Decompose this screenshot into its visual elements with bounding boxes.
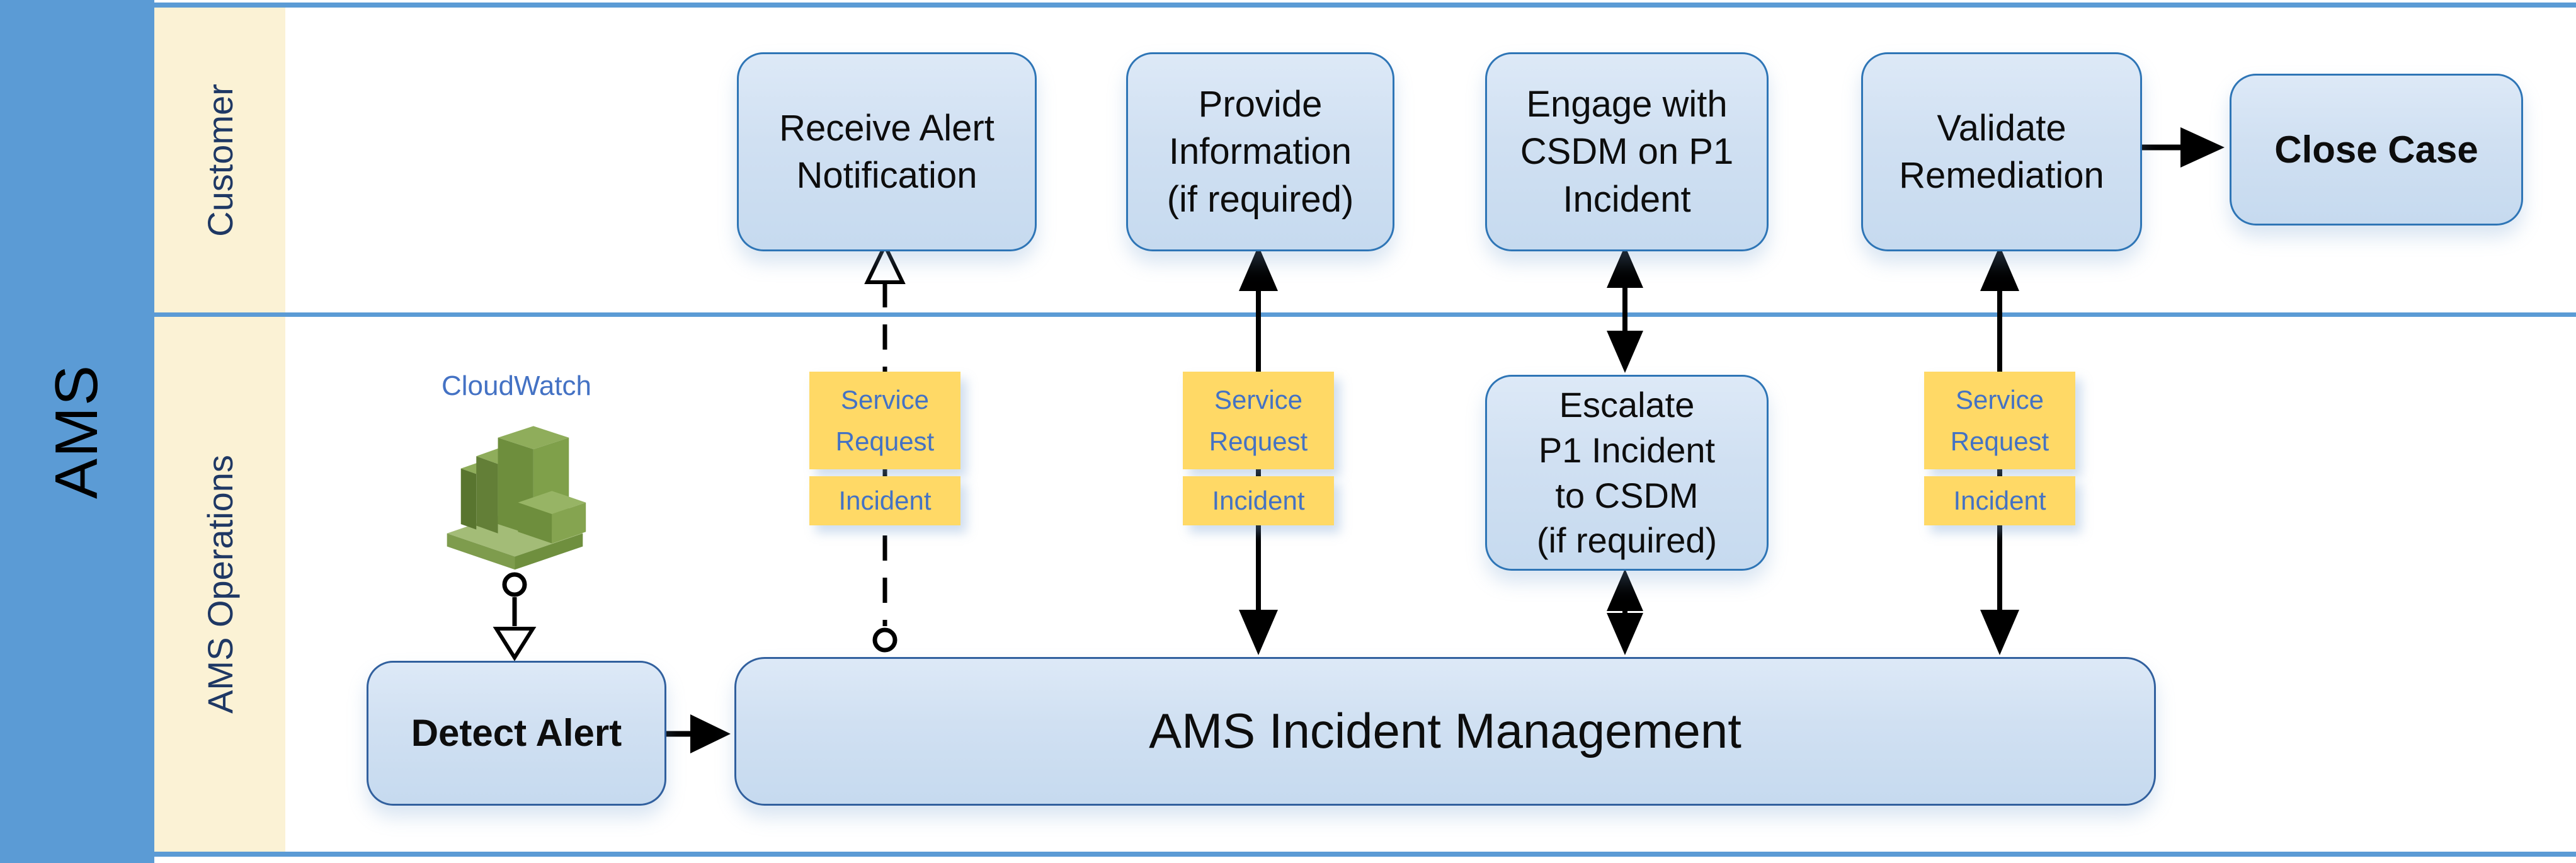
node-validate-remediation: Validate Remediation bbox=[1861, 52, 2142, 251]
connector-cloudwatch-detect bbox=[493, 572, 537, 661]
tag-line: Incident bbox=[838, 486, 932, 516]
node-label: Detect Alert bbox=[411, 712, 622, 754]
tag-line: Request bbox=[1950, 426, 2049, 456]
node-label-line: (if required) bbox=[1166, 178, 1354, 220]
node-label-line: Remediation bbox=[1899, 155, 2104, 196]
connector-detect-incident-arrow bbox=[666, 714, 731, 753]
lane-divider bbox=[154, 312, 2576, 317]
node-label-line: Information bbox=[1168, 131, 1352, 173]
node-label-line: (if required) bbox=[1536, 520, 1718, 561]
node-label-line: Notification bbox=[796, 155, 977, 196]
lane-header-customer: Customer bbox=[154, 8, 285, 312]
node-label-line: P1 Incident bbox=[1538, 430, 1716, 470]
node-label-line: to CSDM bbox=[1555, 475, 1699, 515]
tag-service-request: Service Request bbox=[809, 372, 960, 469]
node-label-line: Incident bbox=[1563, 178, 1691, 220]
tag-service-request: Service Request bbox=[1183, 372, 1334, 469]
tag-service-request: Service Request bbox=[1924, 372, 2075, 469]
tag-line: Service bbox=[1955, 385, 2044, 415]
tag-incident: Incident bbox=[809, 476, 960, 525]
connector-engage-escalate-arrow bbox=[1607, 246, 1643, 373]
bottom-border bbox=[0, 852, 2576, 857]
node-label: AMS Incident Management bbox=[1149, 703, 1741, 759]
node-close-case: Close Case bbox=[2230, 74, 2523, 226]
tag-line: Incident bbox=[1953, 486, 2046, 516]
node-label-line: Receive Alert bbox=[779, 107, 994, 149]
node-label-line: Validate bbox=[1937, 107, 2066, 149]
node-receive-alert-notification: Receive Alert Notification bbox=[737, 52, 1037, 251]
node-label-line: Engage with bbox=[1526, 83, 1728, 125]
node-provide-information: Provide Information (if required) bbox=[1126, 52, 1394, 251]
cloudwatch-icon bbox=[447, 426, 586, 570]
tag-line: Service bbox=[1214, 385, 1303, 415]
tag-line: Service bbox=[840, 385, 930, 415]
sidebar-ams: AMS bbox=[0, 0, 154, 863]
connector-validate-close-arrow bbox=[2141, 127, 2225, 168]
node-detect-alert: Detect Alert bbox=[367, 661, 666, 806]
node-escalate-p1: Escalate P1 Incident to CSDM (if require… bbox=[1485, 375, 1769, 571]
tag-incident: Incident bbox=[1924, 476, 2075, 525]
tag-incident: Incident bbox=[1183, 476, 1334, 525]
node-label: Close Case bbox=[2274, 128, 2478, 171]
node-label-line: Provide bbox=[1198, 83, 1323, 125]
node-ams-incident-management: AMS Incident Management bbox=[734, 657, 2156, 806]
tag-line: Incident bbox=[1212, 486, 1305, 516]
lane-header-ams-operations: AMS Operations bbox=[154, 317, 285, 852]
node-label-line: Escalate bbox=[1559, 385, 1695, 425]
tag-line: Request bbox=[1209, 426, 1308, 456]
connector-escalate-incident-arrow bbox=[1607, 569, 1643, 655]
node-label-line: CSDM on P1 bbox=[1520, 131, 1734, 173]
cloudwatch-label: CloudWatch bbox=[441, 370, 592, 401]
top-border bbox=[0, 3, 2576, 8]
node-engage-csdm: Engage with CSDM on P1 Incident bbox=[1485, 52, 1769, 251]
tag-line: Request bbox=[835, 426, 935, 456]
